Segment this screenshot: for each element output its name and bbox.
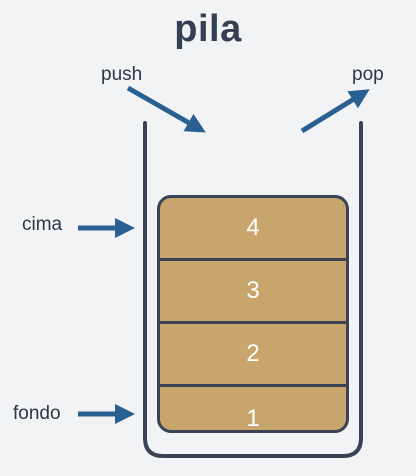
stack-element: 2	[160, 324, 346, 387]
diagram-title: pila	[174, 8, 242, 50]
cima-label: cima	[22, 214, 63, 235]
stack-element: 1	[246, 404, 260, 432]
fondo-label: fondo	[13, 403, 61, 424]
stack-elements: 4 3 2 1	[157, 195, 349, 433]
pop-arrow	[300, 89, 370, 134]
stack-element: 4	[160, 198, 346, 261]
push-label: push	[101, 64, 143, 85]
stack-container-outline	[143, 121, 363, 458]
push-arrow	[126, 85, 206, 133]
pop-label: pop	[352, 64, 384, 85]
stack-element: 3	[160, 261, 346, 324]
